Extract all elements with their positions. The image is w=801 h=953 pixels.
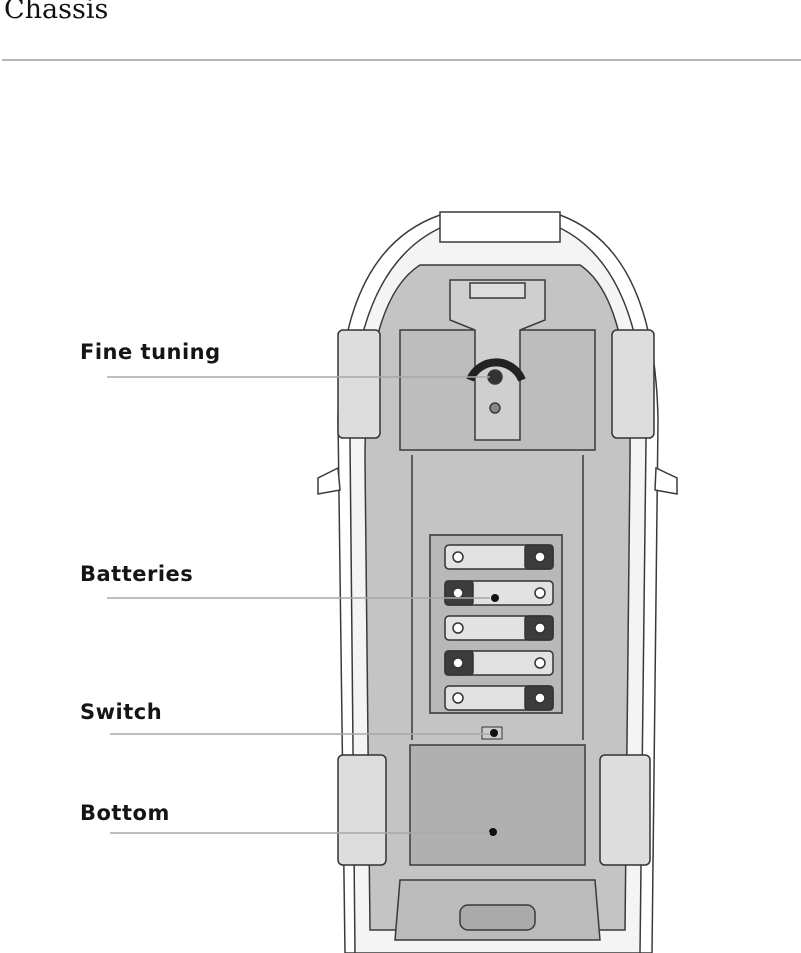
wheel-rear-right <box>599 754 651 866</box>
callout-switch: Switch <box>80 700 163 724</box>
callout-batteries: Batteries <box>80 562 194 586</box>
mirrors <box>317 466 678 495</box>
callout-bottom: Bottom <box>80 801 170 825</box>
battery <box>444 685 554 711</box>
switch <box>481 726 503 740</box>
callout-fine-tuning: Fine tuning <box>80 340 221 364</box>
page-title: Chassis <box>4 0 109 25</box>
bottom-marker <box>489 828 497 836</box>
battery-compartment <box>429 534 563 714</box>
wheel-front-right <box>611 329 655 439</box>
battery <box>444 650 554 676</box>
title-divider <box>2 59 801 61</box>
right-mirror <box>654 466 678 495</box>
battery <box>444 544 554 570</box>
wheels <box>337 329 655 866</box>
battery <box>444 615 554 641</box>
left-mirror <box>317 466 341 495</box>
leader-lines <box>107 376 490 834</box>
wheel-rear-left <box>337 754 387 866</box>
battery <box>444 580 554 606</box>
wheel-front-left <box>337 329 381 439</box>
